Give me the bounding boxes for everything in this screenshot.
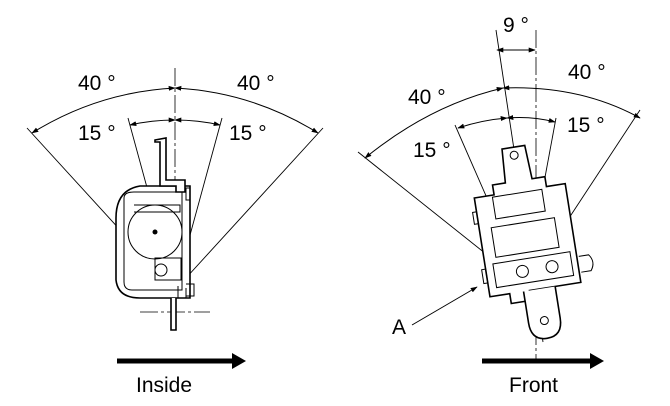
part-a-pointer [411, 286, 478, 326]
left-direction-arrow-head [232, 353, 246, 369]
left-outer-arc-left [31, 85, 176, 134]
left-outer-limit-line-right [174, 127, 324, 291]
right-inner-arc-left [457, 116, 508, 129]
left-inner-arc-right [174, 117, 221, 126]
left-inner-arc-left [129, 117, 176, 126]
left-figure: 40 ° 40 ° 15 ° 15 ° Inside [26, 68, 324, 397]
right-outer-arc-right [502, 85, 641, 119]
right-angle-outer-left: 40 ° [408, 86, 446, 109]
left-angle-outer-right: 40 ° [237, 72, 275, 95]
part-a-label: A [392, 316, 406, 339]
right-sensor-body [472, 144, 594, 340]
left-sensor-body [115, 137, 195, 331]
right-angle-inner-left: 15 ° [413, 139, 451, 162]
left-direction-label: Inside [136, 374, 192, 397]
left-outer-arc-right [174, 85, 319, 134]
right-angle-outer-right: 40 ° [568, 61, 606, 84]
right-inner-arc-right [506, 115, 556, 123]
left-angle-inner-left: 15 ° [78, 122, 116, 145]
right-angle-inner-right: 15 ° [567, 114, 605, 137]
right-direction-arrow-head [590, 353, 604, 369]
right-outer-arc-left [364, 87, 504, 159]
left-angle-outer-left: 40 ° [78, 72, 116, 95]
right-direction-label: Front [509, 374, 558, 397]
left-angle-inner-right: 15 ° [229, 122, 267, 145]
right-angle-tilt: 9 ° [503, 14, 529, 37]
right-figure: A 9 ° 40 ° 40 ° 15 ° 15 ° Front [357, 14, 641, 397]
